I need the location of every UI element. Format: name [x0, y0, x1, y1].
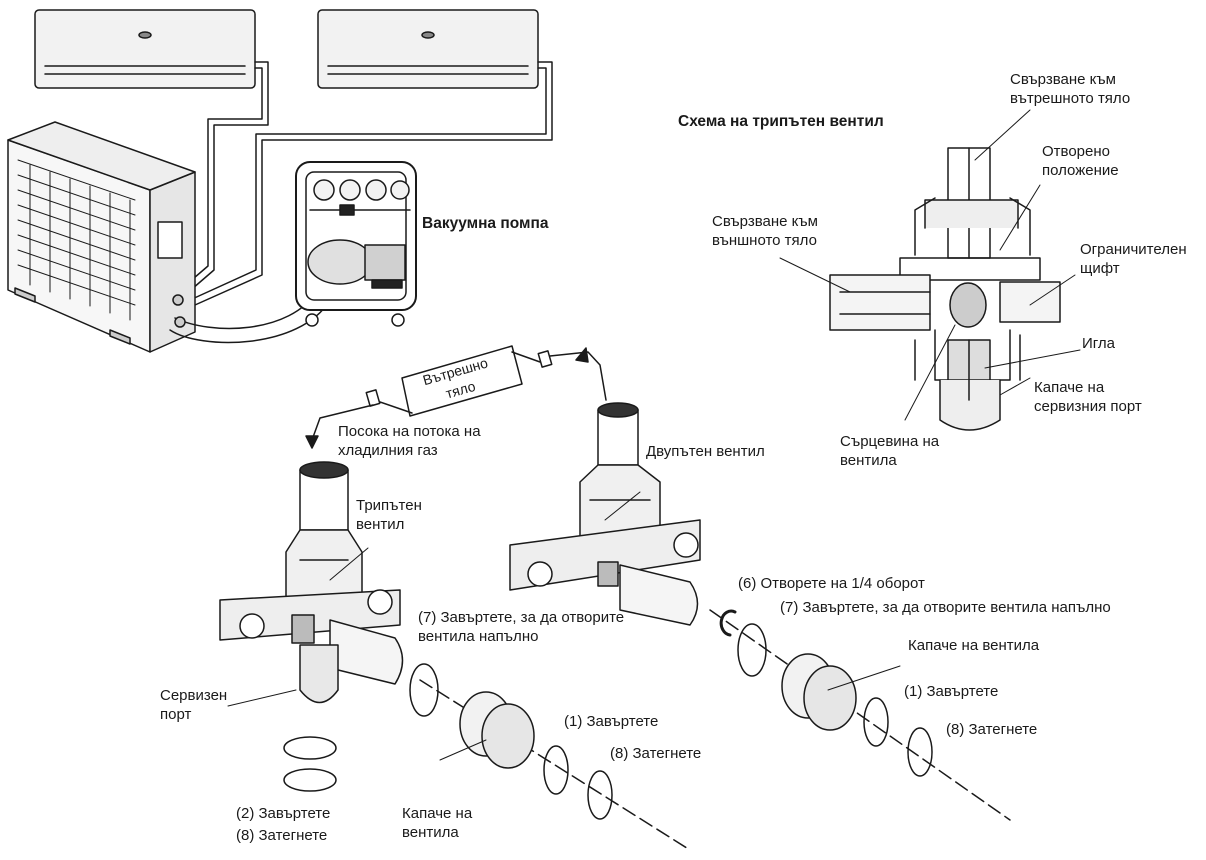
- valve-cap-right-label: Капаче на вентила: [908, 637, 1040, 654]
- step1-right-label: (1) Завъртете: [904, 683, 999, 700]
- service-port-label: Сервизен порт: [160, 687, 228, 723]
- valve-cross-section: [830, 148, 1060, 430]
- schema-title: Схема на трипътен вентил: [678, 113, 884, 130]
- conn-outdoor-label: Свързване към външното тяло: [712, 213, 818, 249]
- indoor-unit-box: [312, 346, 606, 440]
- two-way-valve-label: Двупътен вентил: [646, 443, 765, 460]
- vacuum-pump-label: Вакуумна помпа: [422, 215, 549, 232]
- step8-left-label: (8) Затегнете: [610, 745, 702, 762]
- step8-right-label: (8) Затегнете: [946, 721, 1038, 738]
- valve-core-label: Сърцевина на вентила: [840, 433, 940, 469]
- left-valve-cap-drawing: [284, 664, 690, 850]
- valve-cap-left-label: Капаче на вентила: [402, 805, 473, 841]
- leader-lines-left: [228, 492, 900, 760]
- step8-bottom-label: (8) Затегнете: [236, 827, 328, 844]
- three-way-valve-label: Трипътен вентил: [356, 497, 422, 533]
- outdoor-unit: [8, 122, 195, 352]
- vacuum-pump: [296, 162, 416, 326]
- flow-arrows: [306, 348, 588, 448]
- three-way-valve-drawing: [220, 462, 403, 703]
- step7-right-label: (7) Завъртете, за да отворите вентила на…: [780, 599, 1111, 616]
- step6-label: (6) Отворете на 1/4 оборот: [738, 575, 925, 592]
- indoor-unit-left: [35, 10, 255, 88]
- gas-flow-label: Посока на потока на хладилния газ: [338, 423, 481, 459]
- service-port-cap-label: Капаче на сервизния порт: [1034, 379, 1142, 415]
- open-position-label: Отворено положение: [1042, 143, 1119, 179]
- leader-lines-cross-section: [780, 110, 1080, 420]
- conn-indoor-label: Свързване към вътрешното тяло: [1010, 71, 1131, 107]
- right-valve-cap-drawing: [710, 610, 1010, 820]
- step1-left-label: (1) Завъртете: [564, 713, 659, 730]
- step7-left-label: (7) Завъртете, за да отворите вентила на…: [418, 609, 625, 645]
- refrigerant-pipes-top: [180, 62, 552, 305]
- indoor-unit-right: [318, 10, 538, 88]
- limit-pin-label: Ограничителен щифт: [1080, 241, 1187, 277]
- step2-label: (2) Завъртете: [236, 805, 331, 822]
- two-way-valve-drawing: [510, 403, 700, 625]
- needle-label: Игла: [1082, 335, 1116, 352]
